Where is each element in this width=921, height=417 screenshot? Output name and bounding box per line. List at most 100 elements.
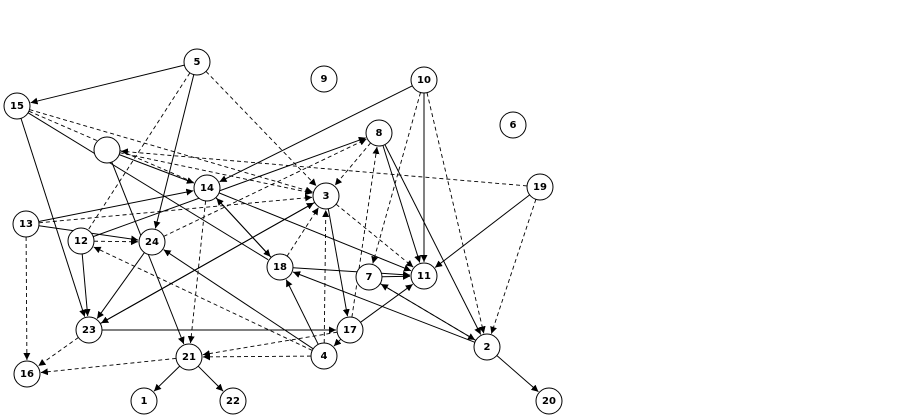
- edge-4-to-18: [285, 279, 319, 345]
- node-23-circle: [75, 316, 103, 344]
- node-2[interactable]: 2: [473, 333, 501, 361]
- node-19[interactable]: 19: [526, 173, 554, 201]
- node-24[interactable]: 24: [138, 228, 166, 256]
- node-10[interactable]: 10: [410, 66, 438, 94]
- edge-17-to-21: [202, 331, 338, 357]
- node-21[interactable]: 21: [175, 343, 203, 371]
- edge-17-to-8: [351, 146, 380, 318]
- edge-4-to-3: [322, 209, 330, 344]
- node-15-circle: [3, 92, 31, 120]
- edge-25-to-3: [119, 152, 313, 196]
- node-3[interactable]: 3: [312, 182, 340, 210]
- node-9[interactable]: 9: [310, 65, 338, 93]
- node-8-label: 8: [376, 128, 383, 139]
- node-1-label: 1: [141, 396, 148, 407]
- edge-2-to-20: [496, 355, 539, 393]
- edge-15-to-18: [27, 112, 269, 261]
- edge-15-to-23: [20, 118, 86, 317]
- node-17-label: 17: [343, 325, 357, 336]
- node-2-circle: [473, 333, 501, 361]
- edges-layer: [20, 64, 539, 393]
- edge-17-to-11: [360, 283, 413, 323]
- node-17-circle: [336, 316, 364, 344]
- edge-4-to-24: [163, 249, 314, 350]
- edge-2-to-7: [380, 283, 477, 341]
- node-12[interactable]: 12: [67, 227, 95, 255]
- edge-8-to-3: [334, 142, 371, 186]
- edge-3-to-23: [100, 201, 315, 324]
- edge-18-to-11: [292, 267, 411, 279]
- edge-5-to-24: [153, 74, 195, 229]
- node-3-label: 3: [323, 191, 330, 202]
- node-15[interactable]: 15: [3, 92, 31, 120]
- node-13-label: 13: [19, 219, 33, 230]
- node-11-circle: [410, 262, 438, 290]
- node-13-circle: [12, 210, 40, 238]
- node-15-label: 15: [10, 101, 24, 112]
- edge-3-to-17: [327, 208, 350, 317]
- node-21-label: 21: [182, 352, 196, 363]
- edge-21-to-16: [40, 357, 177, 376]
- node-18[interactable]: 18: [266, 253, 294, 281]
- edge-5-to-15: [30, 64, 185, 105]
- node-22[interactable]: 22: [219, 387, 247, 415]
- node-5-circle: [183, 48, 211, 76]
- edge-8-to-2: [384, 144, 482, 335]
- node-14-label: 14: [200, 183, 214, 194]
- node-20-circle: [535, 387, 563, 415]
- node-14[interactable]: 14: [193, 174, 221, 202]
- edge-12-to-8: [93, 136, 366, 238]
- node-10-circle: [410, 66, 438, 94]
- edge-18-to-14: [216, 197, 272, 258]
- edge-23-to-16: [38, 337, 79, 367]
- node-16-circle: [13, 360, 41, 388]
- node-23[interactable]: 23: [75, 316, 103, 344]
- edge-15-to-14: [28, 110, 195, 183]
- edge-24-to-23: [96, 252, 145, 319]
- node-4[interactable]: 4: [310, 342, 338, 370]
- edge-3-to-11: [335, 203, 414, 268]
- node-19-label: 19: [533, 182, 547, 193]
- node-8[interactable]: 8: [365, 119, 393, 147]
- edge-25-to-14: [119, 154, 195, 184]
- node-23-label: 23: [82, 325, 96, 336]
- node-9-circle: [310, 65, 338, 93]
- node-9-label: 9: [321, 74, 328, 85]
- edge-18-to-3: [286, 207, 319, 257]
- node-16[interactable]: 16: [13, 360, 41, 388]
- edge-24-to-8: [163, 138, 367, 237]
- node-7[interactable]: 7: [355, 263, 383, 291]
- edge-14-to-11: [218, 192, 412, 272]
- node-7-label: 7: [366, 272, 373, 283]
- node-4-circle: [310, 342, 338, 370]
- node-19-circle: [526, 173, 554, 201]
- node-3-circle: [312, 182, 340, 210]
- edge-13-to-16: [23, 236, 31, 361]
- node-1[interactable]: 1: [130, 387, 158, 415]
- nodes-layer: 1 2 3 4 5 6 7 8 9 10 11 12 13 14 15 16 1…: [3, 48, 563, 415]
- node-13[interactable]: 13: [12, 210, 40, 238]
- edge-2-to-18: [292, 271, 476, 343]
- node-14-circle: [193, 174, 221, 202]
- edge-13-to-3: [38, 194, 313, 224]
- node-12-label: 12: [74, 236, 88, 247]
- node-6[interactable]: 6: [499, 111, 527, 139]
- node-5[interactable]: 5: [183, 48, 211, 76]
- node-unlabeled[interactable]: [93, 136, 121, 164]
- node-21-circle: [175, 343, 203, 371]
- node-20[interactable]: 20: [535, 387, 563, 415]
- node-17[interactable]: 17: [336, 316, 364, 344]
- node-16-label: 16: [20, 369, 34, 380]
- edge-19-to-25: [120, 148, 528, 187]
- edge-8-to-11: [382, 145, 422, 263]
- node-11[interactable]: 11: [410, 262, 438, 290]
- node-11-label: 11: [417, 271, 431, 282]
- edge-12-to-23: [81, 253, 91, 317]
- node-1-circle: [130, 387, 158, 415]
- node-12-circle: [67, 227, 95, 255]
- edge-19-to-2: [490, 199, 537, 334]
- edge-21-to-1: [153, 365, 181, 392]
- node-18-circle: [266, 253, 294, 281]
- edge-10-to-7: [371, 92, 421, 264]
